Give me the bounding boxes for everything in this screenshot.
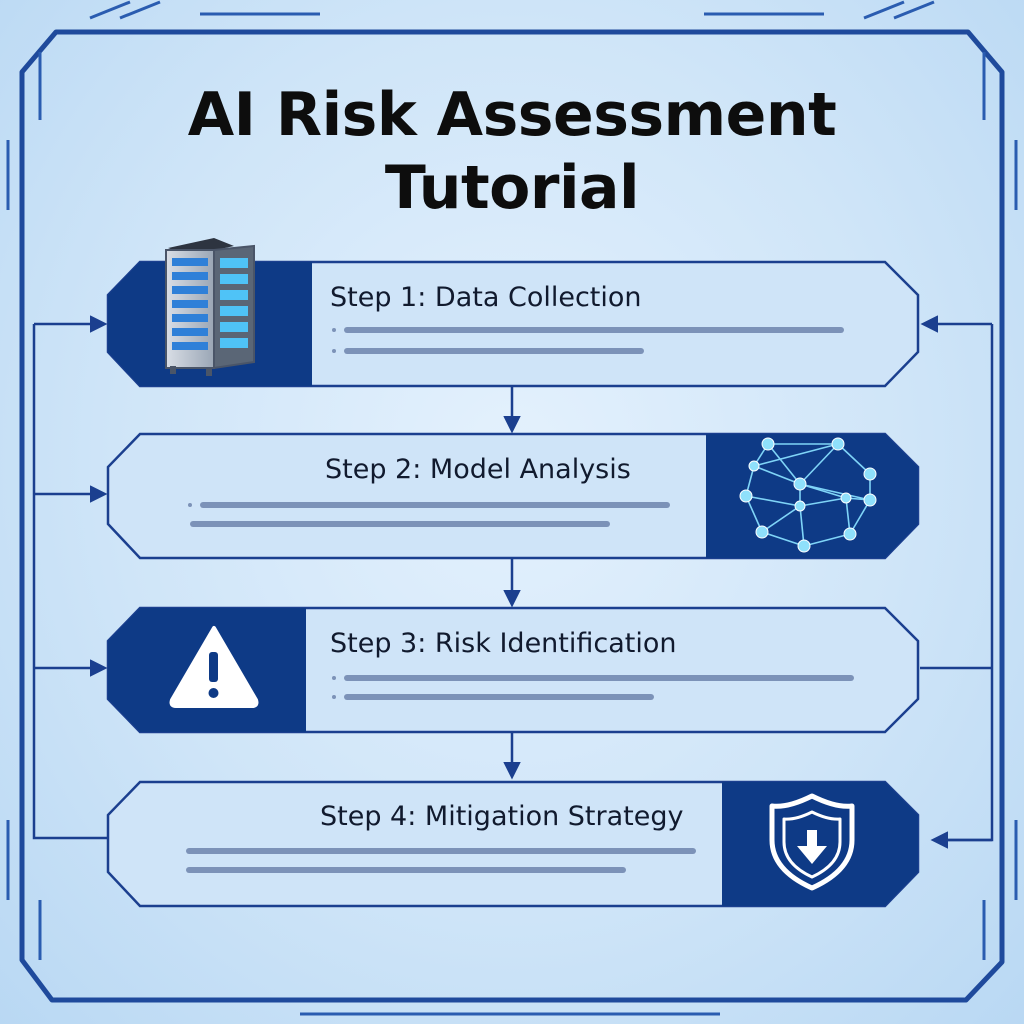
- left-feedback-connector: [32, 315, 108, 840]
- step-4-heading: Step 4: Mitigation Strategy: [320, 801, 684, 832]
- step-4-bullets: [186, 848, 696, 873]
- server-rack-icon: [165, 238, 255, 376]
- step-1-box: [106, 260, 920, 388]
- frame-accent-lines: [6, 0, 1018, 1016]
- neural-network-icon: [739, 437, 877, 553]
- step-2-box: [106, 432, 920, 560]
- step-1-heading: Step 1: Data Collection: [330, 282, 642, 313]
- step-3-bullets: [332, 675, 854, 700]
- diagram-title-line-1: AI Risk Assessment: [187, 80, 837, 150]
- step-1-bullets: [332, 327, 844, 354]
- shield-icon: [769, 793, 855, 891]
- warning-icon: [169, 626, 259, 708]
- step-2-heading: Step 2: Model Analysis: [325, 454, 631, 485]
- step-3-heading: Step 3: Risk Identification: [330, 628, 677, 659]
- right-feedback-connector: [920, 315, 994, 849]
- outer-frame: [19, 29, 1005, 1003]
- step-2-bullets: [188, 502, 670, 527]
- diagram-title-line-2: Tutorial: [384, 153, 640, 223]
